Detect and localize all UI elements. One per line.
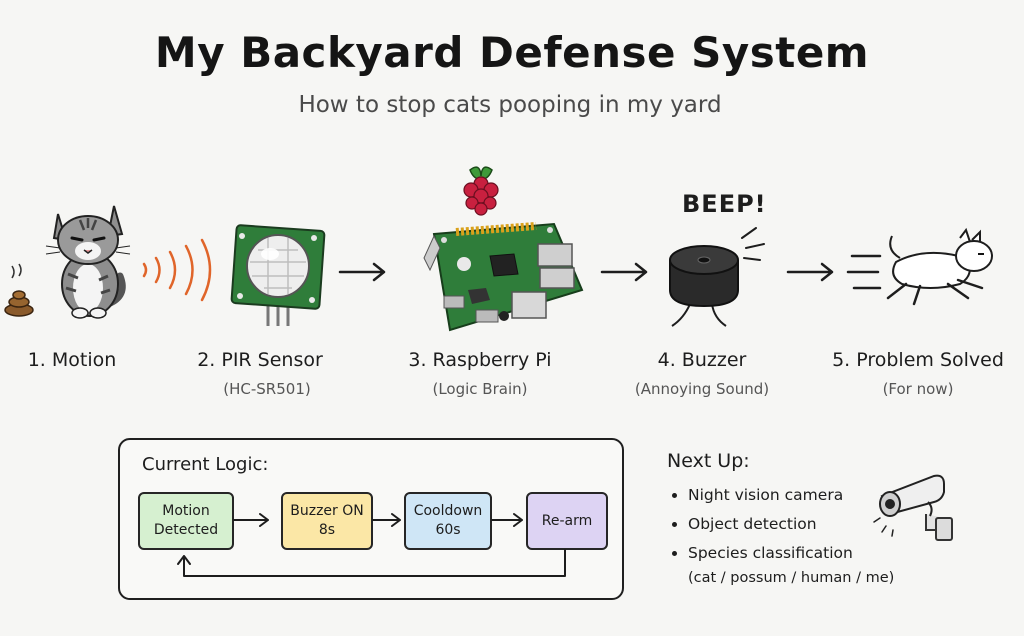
- list-item: Species classification: [670, 542, 853, 571]
- stage-sub-pir-sensor: (HC-SR501): [223, 380, 311, 398]
- stage-sub-problem-solved: (For now): [882, 380, 954, 398]
- beep-text: BEEP!: [682, 190, 767, 218]
- logic-node-motion-detected: Motion Detected: [138, 492, 234, 550]
- raspberry-logo-icon: [463, 166, 499, 216]
- page-title: My Backyard Defense System: [154, 28, 870, 77]
- stage-label-raspberry-pi: 3. Raspberry Pi: [408, 349, 552, 371]
- sound-lines-icon: [741, 227, 765, 261]
- next-up-title: Next Up:: [667, 450, 750, 472]
- logic-node-buzzer-on: Buzzer ON 8s: [281, 492, 373, 550]
- next-up-note: (cat / possum / human / me): [688, 570, 895, 586]
- running-cat-icon: [846, 227, 993, 306]
- poop-icon: [4, 263, 34, 317]
- flow-arrow: [338, 262, 386, 282]
- page-subtitle: How to stop cats pooping in my yard: [298, 92, 722, 118]
- pir-sensor-icon: [230, 224, 326, 326]
- raspberry-pi-board-icon: [423, 222, 584, 332]
- list-item: Night vision camera: [670, 484, 853, 513]
- security-camera-icon: [873, 474, 953, 541]
- stage-sub-buzzer: (Annoying Sound): [634, 380, 770, 398]
- flow-arrow: [600, 262, 648, 282]
- logic-arrows: [177, 513, 566, 577]
- logic-title: Current Logic:: [142, 454, 269, 475]
- buzzer-icon: [669, 245, 739, 327]
- next-up-list: Night vision camera Object detection Spe…: [670, 484, 853, 571]
- stage-label-buzzer: 4. Buzzer: [657, 349, 747, 371]
- logic-node-re-arm: Re-arm: [526, 492, 608, 550]
- cat-icon: [45, 205, 131, 319]
- stage-label-problem-solved: 5. Problem Solved: [832, 349, 1004, 371]
- logic-node-cooldown: Cooldown 60s: [404, 492, 492, 550]
- stage-sub-raspberry-pi: (Logic Brain): [432, 380, 528, 398]
- signal-waves-icon: [142, 238, 212, 302]
- flow-arrow: [786, 262, 834, 282]
- list-item: Object detection: [670, 513, 853, 542]
- stage-label-pir-sensor: 2. PIR Sensor: [197, 349, 323, 371]
- stage-label-motion: 1. Motion: [27, 349, 117, 371]
